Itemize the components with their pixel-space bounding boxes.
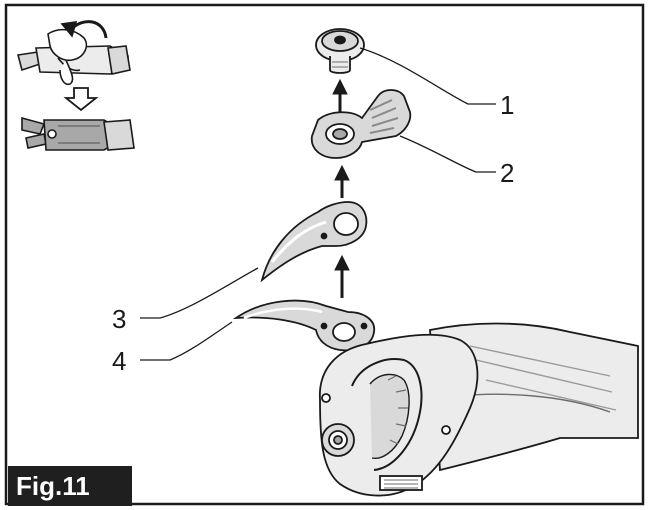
leader-1 [359,47,496,105]
part-2-lever-plate [310,89,412,159]
callout-1: 1 [500,90,514,120]
callout-4: 4 [112,346,126,376]
arrow-up-to-part-3 [334,254,350,298]
arrow-up-to-part-1 [332,78,348,112]
leader-3 [140,267,259,319]
figure-label: Fig.11 [8,466,132,506]
part-3-upper-blade [260,201,368,283]
arrow-up-to-part-2 [334,164,350,198]
callout-2: 2 [500,158,514,188]
shear-open-icon [21,116,135,151]
hand-pressing-shear-icon [16,20,131,86]
down-arrow-icon [63,87,99,112]
part-4-lower-blade [232,299,376,352]
callout-3: 3 [112,304,126,334]
leader-2 [399,135,496,173]
leader-4 [140,321,233,361]
part-1-knob [315,28,365,74]
shear-tool-body [319,322,639,497]
figure-frame [4,3,645,506]
leader-lines [140,47,496,361]
